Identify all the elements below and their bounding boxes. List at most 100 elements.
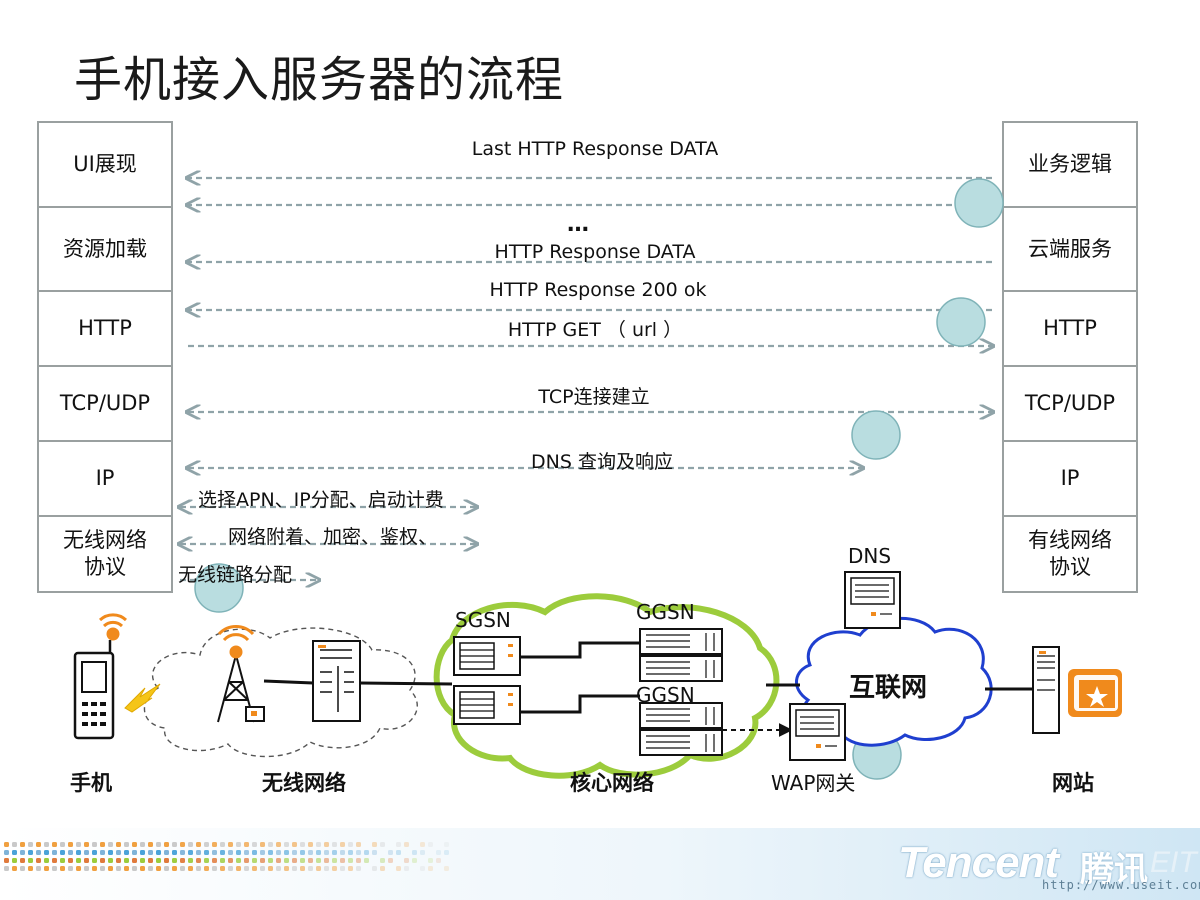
footer-dot — [44, 850, 49, 855]
layer-label: TCP/UDP — [1024, 391, 1116, 415]
layer-http: HTTP — [39, 292, 171, 367]
footer-dot — [260, 850, 265, 855]
footer-dot — [316, 858, 321, 863]
layer-label: 业务逻辑 — [1028, 152, 1112, 176]
footer-dot — [324, 866, 329, 871]
footer-dot — [164, 858, 169, 863]
footer-dot — [44, 858, 49, 863]
footer-dot — [220, 842, 225, 847]
footer-dot — [340, 858, 345, 863]
footer-dot — [164, 850, 169, 855]
footer-dot — [420, 850, 425, 855]
footer-dot — [436, 858, 441, 863]
msg-tcp: TCP连接建立 — [538, 386, 650, 408]
footer-dot — [428, 842, 433, 847]
footer-dot — [444, 842, 449, 847]
wap-gateway-icon — [789, 703, 846, 761]
footer-dot — [212, 858, 217, 863]
footer-dot — [148, 866, 153, 871]
footer-dot — [108, 866, 113, 871]
footer-dot — [124, 842, 129, 847]
footer-dot — [172, 850, 177, 855]
footer-dot — [396, 842, 401, 847]
footer-dot — [44, 842, 49, 847]
footer-dot — [244, 842, 249, 847]
msg-http-get: HTTP GET （ url ） — [507, 319, 683, 341]
footer-dot — [172, 842, 177, 847]
footer-dot — [412, 858, 417, 863]
footer-dot — [308, 842, 313, 847]
footer-dot — [308, 866, 313, 871]
footer-dot — [332, 842, 337, 847]
footer-dot — [148, 850, 153, 855]
footer-dot — [348, 850, 353, 855]
web-server-icon — [1032, 646, 1060, 734]
footer-dot — [244, 858, 249, 863]
msg-apn: 选择APN、IP分配、启动计费 — [198, 489, 444, 511]
footer-dot — [116, 842, 121, 847]
footer-dot — [260, 842, 265, 847]
footer-dot — [372, 866, 377, 871]
footer-dot — [276, 858, 281, 863]
ggsn-server-icon — [639, 702, 723, 756]
footer-dot — [324, 850, 329, 855]
footer-dot — [444, 850, 449, 855]
footer-dot — [332, 850, 337, 855]
footer-dot — [404, 866, 409, 871]
footer-dot — [164, 866, 169, 871]
footer-dot — [92, 866, 97, 871]
footer-dot — [348, 858, 353, 863]
footer-dot — [84, 842, 89, 847]
footer-dot — [156, 842, 161, 847]
footer-dot — [220, 866, 225, 871]
footer-dot — [52, 866, 57, 871]
footer-dot — [36, 858, 41, 863]
page-title: 手机接入服务器的流程 — [74, 52, 565, 108]
step-marker — [851, 410, 901, 460]
footer-dot — [124, 858, 129, 863]
msg-response-data: HTTP Response DATA — [494, 241, 696, 263]
footer-dot — [180, 866, 185, 871]
footer-dot — [212, 850, 217, 855]
footer-dot — [356, 858, 361, 863]
footer-dot — [76, 866, 81, 871]
core-network-label: 核心网络 — [570, 771, 654, 795]
footer-dot — [396, 866, 401, 871]
footer-dot — [308, 850, 313, 855]
footer-dot — [364, 850, 369, 855]
footer-dot — [228, 850, 233, 855]
layer-label: HTTP — [78, 316, 132, 340]
footer-dot — [372, 850, 377, 855]
footer-dot — [260, 866, 265, 871]
footer-dot — [156, 866, 161, 871]
footer-dot — [52, 850, 57, 855]
footer-dot — [100, 850, 105, 855]
footer-dot — [68, 842, 73, 847]
footer-dot — [348, 842, 353, 847]
sgsn-server-icon — [453, 636, 521, 725]
footer-dot — [284, 866, 289, 871]
footer-dot — [116, 866, 121, 871]
footer-dot — [52, 842, 57, 847]
footer-dot — [236, 858, 241, 863]
footer-dot — [44, 866, 49, 871]
footer-dot — [420, 842, 425, 847]
source-url: http://www.useit.com.cn — [1042, 878, 1200, 892]
dns-label: DNS — [848, 544, 892, 568]
footer-dot — [68, 850, 73, 855]
layer-label: UI展现 — [73, 152, 137, 176]
layer-label: 有线网络 协议 — [1028, 528, 1112, 579]
footer-dot — [76, 850, 81, 855]
footer-dot — [68, 858, 73, 863]
layer-label: 云端服务 — [1028, 236, 1112, 261]
footer-dot — [140, 850, 145, 855]
footer-dot — [108, 858, 113, 863]
layer-label: IP — [95, 466, 115, 490]
footer-dot — [324, 858, 329, 863]
footer-dot — [252, 858, 257, 863]
footer-dot — [388, 858, 393, 863]
footer-dot — [380, 858, 385, 863]
footer-dot — [188, 850, 193, 855]
footer-dot — [372, 842, 377, 847]
